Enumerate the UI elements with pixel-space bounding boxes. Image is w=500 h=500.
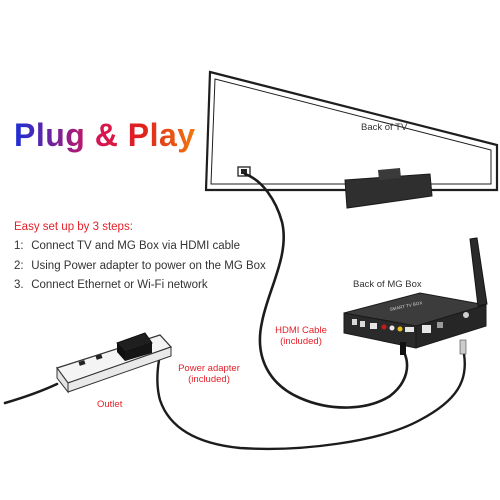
power-adapter-label: Power adapter (included) [171, 363, 247, 385]
setup-steps: Easy set up by 3 steps: 1: Connect TV an… [14, 221, 266, 299]
step-number: 1: [14, 240, 24, 252]
box-front-print: SMART TV BOX [389, 300, 423, 312]
back-of-box-label: Back of MG Box [353, 279, 422, 290]
av-port-red [381, 324, 387, 330]
step-text: Connect TV and MG Box via HDMI cable [28, 240, 240, 252]
usb-port [352, 319, 357, 325]
tv-stand [344, 173, 433, 209]
av-port-white [389, 325, 395, 331]
plug-and-play-title: Plug & Play [14, 117, 196, 153]
socket [78, 360, 86, 366]
ethernet-port [422, 325, 431, 333]
step-item: 2: Using Power adapter to power on the M… [14, 260, 266, 272]
hdmi-cable-text: HDMI Cable [275, 325, 327, 336]
outlet-cord [3, 382, 59, 405]
step-number: 3. [14, 279, 24, 291]
power-cable [156, 346, 466, 451]
step-text: Connect Ethernet or Wi-Fi network [28, 279, 208, 291]
hdmi-cable-label: HDMI Cable (included) [268, 325, 334, 347]
power-included-text: (included) [188, 374, 230, 385]
dc-port [437, 322, 443, 328]
antenna [469, 237, 488, 307]
optical-port [370, 323, 377, 329]
power-strip [56, 332, 173, 394]
power-plug [459, 339, 467, 355]
step-item: 3. Connect Ethernet or Wi-Fi network [14, 279, 266, 291]
steps-list: 1: Connect TV and MG Box via HDMI cable … [14, 240, 266, 291]
outlet-label: Outlet [97, 399, 123, 410]
back-of-tv-label: Back of TV [361, 122, 408, 133]
step-item: 1: Connect TV and MG Box via HDMI cable [14, 240, 266, 252]
step-number: 2: [14, 259, 24, 272]
setup-lead: Easy set up by 3 steps: [14, 221, 133, 233]
step-text: Using Power adapter to power on the MG B… [28, 259, 266, 272]
mg-box: SMART TV BOX [343, 237, 488, 355]
usb-port [360, 321, 365, 327]
hdmi-plug [400, 342, 406, 355]
socket [95, 354, 103, 360]
tv-back [204, 70, 499, 209]
av-port-yellow [397, 326, 403, 332]
hdmi-cable [243, 172, 409, 409]
box-hdmi-port [405, 327, 414, 332]
hdmi-included-text: (included) [280, 336, 322, 347]
power-adapter-text: Power adapter [178, 363, 240, 374]
